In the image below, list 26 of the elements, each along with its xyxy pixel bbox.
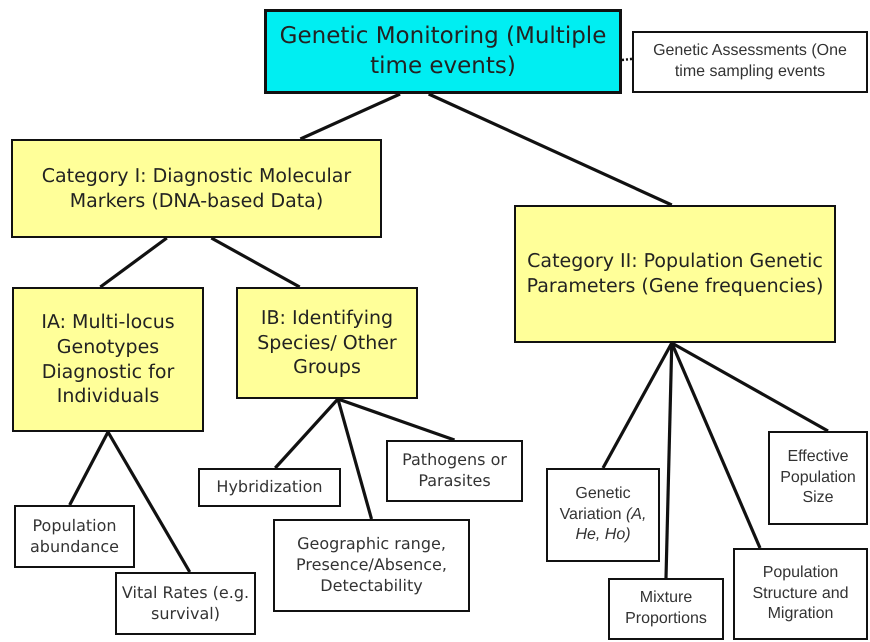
connector-line	[68, 431, 110, 506]
topic-box: Pathogens or Parasites	[386, 440, 523, 502]
topic-box: Effective Population Size	[768, 431, 868, 525]
category-box: IB: Identifying Species/ Other Groups	[236, 287, 418, 399]
connector-line	[210, 236, 300, 288]
topic-box: Mixture Proportions	[608, 578, 724, 640]
connector-line	[337, 398, 456, 442]
category-box: Category II: Population Genetic Parameters (Gene frequencies)	[514, 205, 836, 343]
topic-box: Hybridization	[198, 468, 341, 507]
connector-line	[300, 92, 401, 140]
topic-box: Geographic range, Presence/Absence, Detectability	[273, 519, 470, 612]
category-box: Category I: Diagnostic Molecular Markers (DNA-based Data)	[11, 139, 382, 238]
connector-line	[274, 398, 340, 470]
connector-line	[428, 92, 672, 206]
connector-line	[336, 398, 374, 520]
topic-box: Population abundance	[14, 505, 135, 568]
connector-line	[622, 58, 632, 62]
connector-line	[99, 236, 168, 288]
topic-box: Genetic Variation (A, He, Ho)	[546, 468, 660, 562]
topic-box: Vital Rates (e.g. survival)	[115, 572, 256, 635]
topic-box: Genetic Assessments (One time sampling events	[632, 31, 868, 93]
connector-line	[106, 431, 192, 573]
connector-line	[671, 342, 829, 432]
category-box: IA: Multi-locus Genotypes Diagnostic for Individuals	[12, 287, 204, 432]
topic-box: Population Structure and Migration	[733, 548, 868, 640]
category-box: Genetic Monitoring (Multiple time events)	[264, 9, 622, 94]
